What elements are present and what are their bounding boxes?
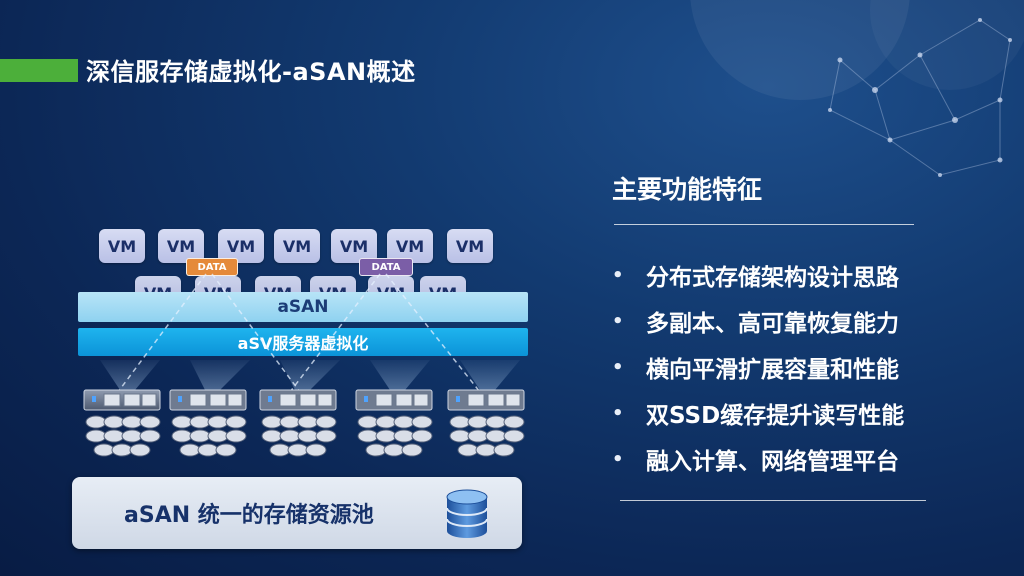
bullet-icon: • xyxy=(612,402,624,424)
divider-bottom xyxy=(620,500,926,501)
storage-pool-box: aSAN 统一的存储资源池 xyxy=(72,477,522,549)
feature-text: 分布式存储架构设计思路 xyxy=(646,265,899,291)
server-node xyxy=(83,389,161,457)
asan-layer-bar: aSAN xyxy=(78,292,528,322)
list-item: • 分布式存储架构设计思路 xyxy=(612,252,904,298)
feature-text: 双SSD缓存提升读写性能 xyxy=(646,403,905,429)
list-item: • 双SSD缓存提升读写性能 xyxy=(612,390,904,436)
slide-title: 深信服存储虚拟化-aSAN概述 xyxy=(86,58,416,86)
list-item: • 横向平滑扩展容量和性能 xyxy=(612,344,904,390)
database-icon xyxy=(446,489,488,538)
features-list: • 分布式存储架构设计思路 • 多副本、高可靠恢复能力 • 横向平滑扩展容量和性能 •… xyxy=(612,252,904,482)
storage-pool-label: aSAN 统一的存储资源池 xyxy=(124,503,374,528)
asv-layer-bar: aSV服务器虚拟化 xyxy=(78,328,528,356)
bullet-icon: • xyxy=(612,356,624,378)
vm-box: VM xyxy=(387,229,433,263)
server-node xyxy=(169,389,247,457)
server-node xyxy=(355,389,433,457)
features-heading: 主要功能特征 xyxy=(612,175,763,204)
list-item: • 多副本、高可靠恢复能力 xyxy=(612,298,904,344)
feature-text: 多副本、高可靠恢复能力 xyxy=(646,311,899,337)
divider-top xyxy=(614,224,914,225)
vm-box: VM xyxy=(158,229,204,263)
title-accent-bar xyxy=(0,59,78,82)
vm-box: VM xyxy=(99,229,145,263)
vm-box: VM xyxy=(447,229,493,263)
vm-box: VM xyxy=(331,229,377,263)
constellation-decoration xyxy=(690,0,1024,177)
bullet-icon: • xyxy=(612,264,624,286)
server-node xyxy=(259,389,337,457)
bullet-icon: • xyxy=(612,448,624,470)
vm-box: VM xyxy=(274,229,320,263)
data-tag-orange: DATA xyxy=(186,258,238,276)
bullet-icon: • xyxy=(612,310,624,332)
feature-text: 融入计算、网络管理平台 xyxy=(646,449,899,475)
feature-text: 横向平滑扩展容量和性能 xyxy=(646,357,899,383)
list-item: • 融入计算、网络管理平台 xyxy=(612,436,904,482)
data-tag-purple: DATA xyxy=(359,258,413,276)
server-node xyxy=(447,389,525,457)
vm-box: VM xyxy=(218,229,264,263)
